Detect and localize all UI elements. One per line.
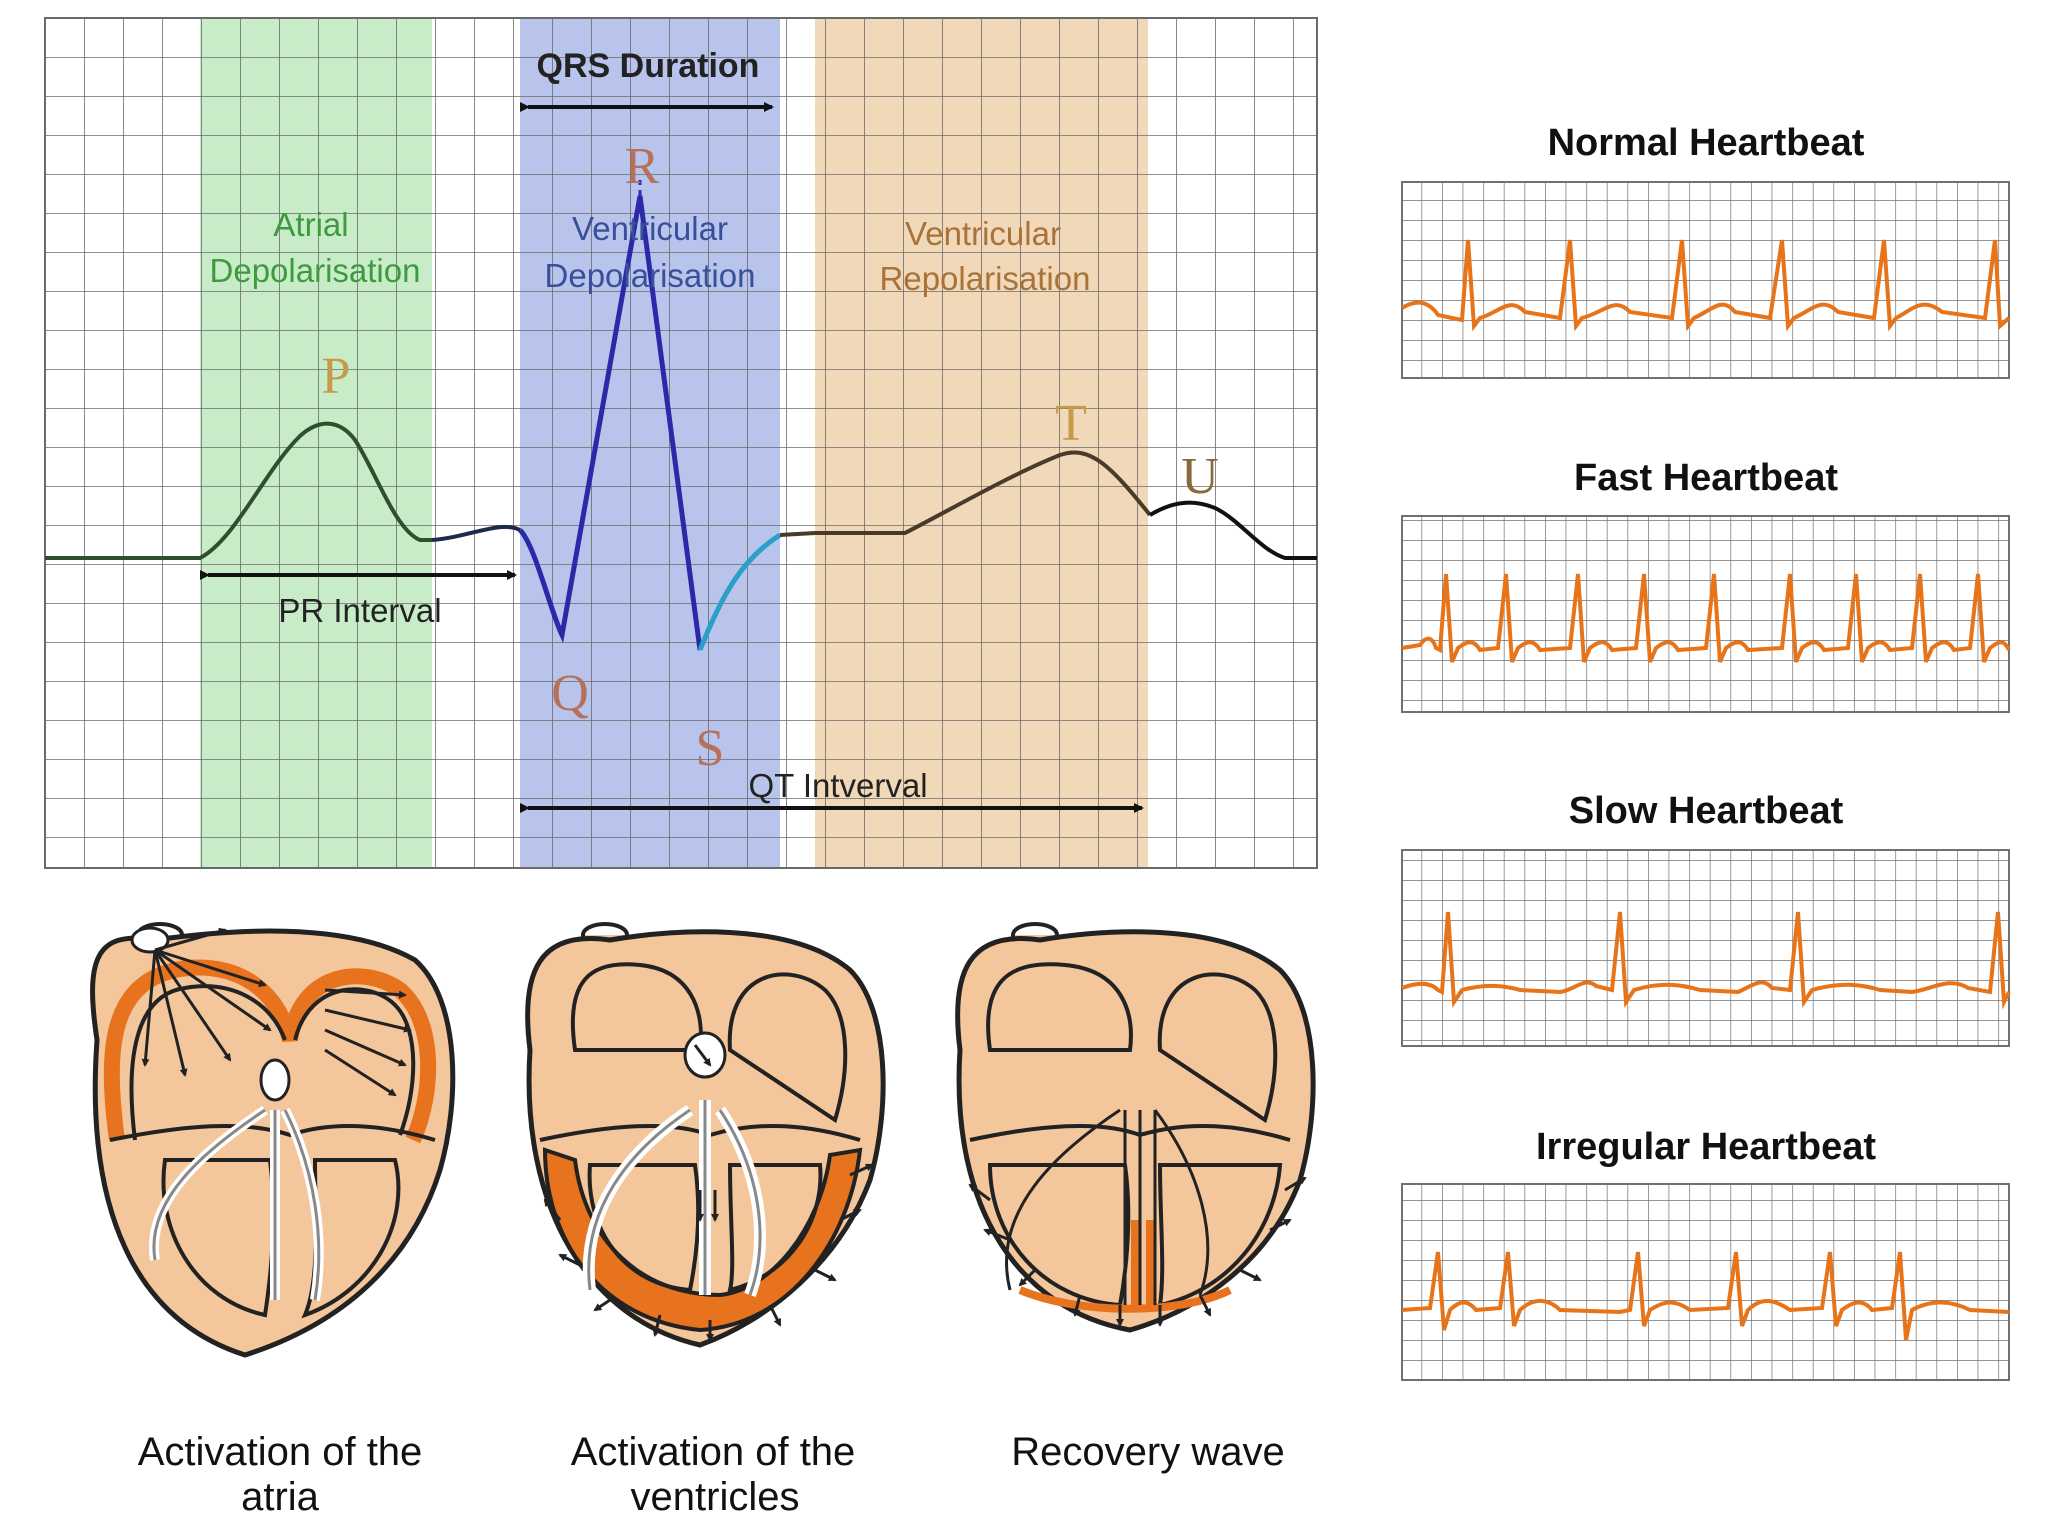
pq-segment-trace xyxy=(431,524,521,542)
qrs-duration-label: QRS Duration xyxy=(537,47,760,85)
pr-interval-label: PR Interval xyxy=(278,592,441,629)
normal-heartbeat-strip xyxy=(1400,181,2011,379)
p-wave-trace xyxy=(45,421,432,560)
t-wave-trace xyxy=(779,450,1152,537)
ventricular-repolarisation-line2: Repolarisation xyxy=(880,260,1091,297)
normal-trace xyxy=(1400,239,2011,332)
irregular-heartbeat-title: Irregular Heartbeat xyxy=(1536,1126,1876,1168)
irregular-heartbeat-strip xyxy=(1401,1183,2010,1381)
slow-trace xyxy=(1401,911,2011,1010)
recovery-arrows xyxy=(968,1176,1307,1327)
fast-heartbeat-title: Fast Heartbeat xyxy=(1574,457,1838,499)
heart-atria-activation xyxy=(90,922,456,1358)
ventricular-depolarisation-line1: Ventricular xyxy=(572,210,728,247)
conduction-pathway xyxy=(1005,1108,1210,1305)
fast-heartbeat-strip xyxy=(1401,515,2011,713)
fast-trace xyxy=(1401,573,2011,663)
caption-atria-line1: Activation of the xyxy=(138,1430,423,1474)
atrial-label-line1: Atrial xyxy=(273,206,348,243)
wave-label-t: T xyxy=(1055,395,1087,452)
recovery-orange-pathway xyxy=(1018,1220,1232,1313)
irregular-trace xyxy=(1401,1251,2010,1341)
st-segment-trace xyxy=(697,532,782,651)
atria-orange-band xyxy=(103,959,437,1144)
ventricular-repolarisation-line1: Ventricular xyxy=(905,215,1061,252)
u-wave-trace xyxy=(1148,500,1317,560)
wave-label-u: U xyxy=(1181,448,1219,505)
wave-label-s: S xyxy=(696,720,725,777)
slow-heartbeat-title: Slow Heartbeat xyxy=(1569,790,1844,832)
heartbeat-strips: Normal Heartbeat Fast Heartbeat Slow Hea… xyxy=(1400,122,2011,1381)
qt-interval-label: QT Intverval xyxy=(748,767,927,804)
main-ecg-panel: QRS Duration Atrial Depolarisation Ventr… xyxy=(44,17,1318,869)
wave-label-p: P xyxy=(322,348,351,405)
caption-recovery-line1: Recovery wave xyxy=(1011,1430,1284,1474)
qrs-complex-trace xyxy=(518,195,703,651)
normal-heartbeat-title: Normal Heartbeat xyxy=(1548,122,1865,164)
slow-heartbeat-strip xyxy=(1401,849,2011,1047)
atrial-label-line2: Depolarisation xyxy=(210,252,421,289)
ventricle-arrows xyxy=(543,1044,874,1342)
wave-label-q: Q xyxy=(551,665,589,722)
caption-atria-line2: atria xyxy=(241,1475,320,1519)
caption-ventricles-line2: ventricles xyxy=(631,1475,800,1519)
heart-recovery-wave xyxy=(955,922,1316,1333)
atria-arrows xyxy=(141,927,412,1097)
ventricular-depolarisation-line2: Depolarisation xyxy=(545,257,756,294)
wave-label-r: R xyxy=(625,138,660,195)
caption-ventricles-line1: Activation of the xyxy=(571,1430,856,1474)
heart-ventricle-activation xyxy=(525,922,886,1348)
